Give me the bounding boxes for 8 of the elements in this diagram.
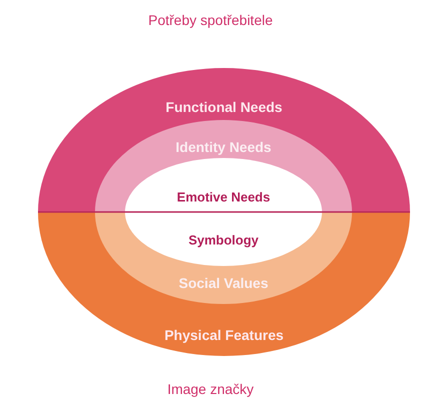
ring-label: Social Values <box>178 275 268 291</box>
ring-label: Emotive Needs <box>176 190 270 204</box>
caption: Image značky <box>166 381 255 397</box>
ring-label: Identity Needs <box>176 139 272 155</box>
ring-label: Physical Features <box>164 327 284 343</box>
ring-label: Symbology <box>188 232 259 248</box>
title: Potřeby spotřebitele <box>147 12 274 28</box>
ring-label: Functional Needs <box>166 99 282 115</box>
